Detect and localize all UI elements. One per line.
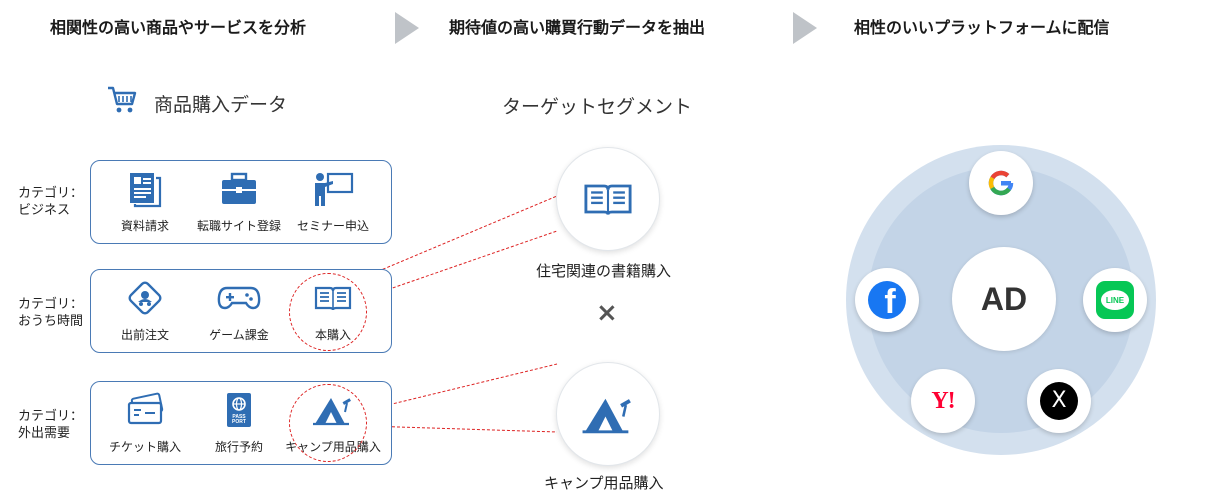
step-arrow-1 [395, 12, 419, 44]
connector-line [366, 425, 558, 433]
x-circle: X [1027, 369, 1091, 433]
x-icon: X [1040, 382, 1078, 420]
item-food-delivery: 出前注文 [97, 278, 193, 343]
item-ticket-purchase: チケット購入 [97, 390, 193, 455]
svg-text:PORT: PORT [232, 419, 246, 425]
category-outing-label: カテゴリ： 外出需要 [18, 409, 84, 441]
seminar-presenter-icon [311, 169, 355, 209]
category-business-box: 資料請求 転職サイト登録 セミナー申込 [90, 160, 392, 244]
yahoo-icon: Y! [931, 387, 955, 414]
google-icon [988, 170, 1014, 196]
food-delivery-icon [123, 278, 167, 318]
purchase-data-title: 商品購入データ [154, 94, 288, 116]
item-game-purchase: ゲーム課金 [191, 278, 287, 343]
ticket-icon [123, 390, 167, 430]
item-seminar: セミナー申込 [285, 169, 381, 234]
svg-text:PASS: PASS [232, 414, 246, 420]
open-book-icon [584, 184, 632, 215]
target-segment-title: ターゲットセグメント [502, 96, 693, 118]
step-extract: 期待値の高い購買行動データを抽出 [449, 18, 706, 37]
shopping-cart-icon [106, 84, 138, 120]
facebook-icon: f [868, 281, 906, 319]
item-label: 転職サイト登録 [196, 219, 281, 233]
item-label: 資料請求 [120, 219, 169, 233]
item-document-request: 資料請求 [97, 169, 193, 234]
step-arrow-2 [793, 12, 817, 44]
item-label: ゲーム課金 [209, 328, 269, 342]
category-business-label: カテゴリ： ビジネス [18, 186, 84, 218]
item-label: セミナー申込 [296, 219, 369, 233]
connector-line [354, 195, 558, 282]
briefcase-icon [217, 169, 261, 209]
step-deliver: 相性のいいプラットフォームに配信 [854, 18, 1110, 37]
passport-icon: PASS PORT [217, 390, 261, 430]
google-circle [969, 151, 1033, 215]
segment-camping-label: キャンプ用品購入 [544, 474, 664, 492]
ad-label: AD [980, 280, 1028, 317]
category-home-label: カテゴリ： おうち時間 [18, 297, 84, 329]
gamepad-icon [217, 278, 261, 318]
yahoo-circle: Y! [911, 369, 975, 433]
highlight-book-ring [289, 273, 367, 351]
segment-book-label: 住宅関連の書籍購入 [536, 262, 672, 280]
item-job-site: 転職サイト登録 [191, 169, 287, 234]
item-label: 出前注文 [120, 328, 169, 342]
ad-center-circle: AD [952, 247, 1056, 351]
document-request-icon [123, 169, 167, 209]
segment-book-circle [556, 147, 660, 251]
times-symbol: × [596, 298, 618, 328]
line-icon: LINE [1096, 281, 1134, 319]
item-label: チケット購入 [108, 440, 181, 454]
highlight-tent-ring [289, 384, 367, 462]
tent-icon [582, 398, 631, 434]
step-analyze: 相関性の高い商品やサービスを分析 [50, 18, 307, 37]
line-circle: LINE [1083, 268, 1147, 332]
item-travel-reservation: PASS PORT 旅行予約 [191, 390, 287, 455]
segment-camping-circle [556, 362, 660, 466]
item-label: 旅行予約 [214, 440, 263, 454]
facebook-circle: f [855, 268, 919, 332]
